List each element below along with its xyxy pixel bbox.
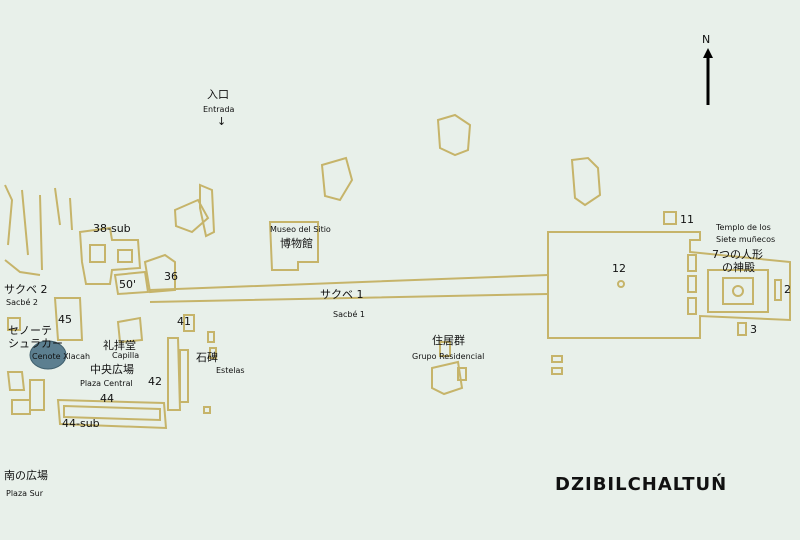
structure-45 [53,297,84,341]
plaza-sur-label-jp: 南の広場 [4,469,48,482]
sacbe-1-label-es: Sacbé 1 [333,310,366,319]
sacbe-1 [149,274,549,303]
north-label: N [702,33,711,46]
north-structure-1 [436,113,472,157]
structure-36-number: 36 [164,270,178,283]
structure-11 [663,211,677,225]
estelas-label-es: Estelas [216,366,245,375]
museum-building [268,221,319,271]
entrance-building [173,198,210,234]
structure-12 [617,280,625,288]
cenote-label-es: Cenote Xlacah [32,352,91,361]
templo-label-jp: 7つの人形 [712,248,763,261]
structure-42 [167,337,182,411]
templo-label-es-1: Templo de los [716,223,771,232]
sacbe-1-label-jp: サクベ 1 [320,288,364,301]
structure-41-number: 41 [177,315,191,328]
templo-siete-munecos [707,269,769,313]
cenote-xlacah [29,340,67,370]
structure-50-number: 50' [119,278,137,291]
plaza-central-label-es: Plaza Central [80,379,133,388]
structure-44sub-number: 44-sub [62,417,100,430]
east-platform [547,231,791,339]
structure-45-number: 45 [58,313,72,326]
grupo-label-jp: 住居群 [432,334,465,347]
north-structure-2 [570,156,602,207]
structure-38sub-number: 38-sub [93,222,131,235]
templo-label-es-2: Siete muñecos [716,235,776,244]
museum-label-jp: 博物館 [280,237,313,250]
site-title: DZIBILCHALTUŃ [555,474,728,495]
west-ruins [4,184,73,276]
structure-3-number: 3 [750,323,757,336]
structure-44 [56,398,168,430]
capilla-label-es: Capilla [112,351,140,360]
structure-12-number: 12 [612,262,626,275]
capilla [116,316,144,344]
structure-41 [183,314,195,332]
grupo-residencial [431,360,464,396]
plaza-central-label-jp: 中央広場 [90,363,134,376]
cenote-label-jp-2: シュラカー [8,337,63,350]
entrance-arrow: ↓ [217,115,227,128]
grupo-label-es: Grupo Residencial [412,352,485,361]
plaza-sur-label-es: Plaza Sur [6,489,44,498]
entrance-label-jp: 入口 [207,88,229,101]
entrance-label-es: Entrada [203,105,235,114]
cenote-label-jp-1: セノーテ [8,324,52,337]
museum-label-es: Museo del Sitio [270,225,331,234]
north-structure-3 [320,156,354,202]
structure-36 [143,253,176,294]
structure-38-complex [78,226,142,285]
structure-44-number: 44 [100,392,114,405]
estelas-label-jp: 石碑 [196,351,218,364]
structure-11-number: 11 [680,213,694,226]
templo-label-jp2: の神殿 [722,261,755,274]
capilla-label-jp: 礼拝堂 [103,339,136,352]
structure-42-number: 42 [148,375,162,388]
sacbe-2-label-es: Sacbé 2 [6,298,39,307]
structure-50 [113,270,150,296]
structure-2-number: 2 [784,283,791,296]
sacbe-2-label-jp: サクベ 2 [4,283,48,296]
